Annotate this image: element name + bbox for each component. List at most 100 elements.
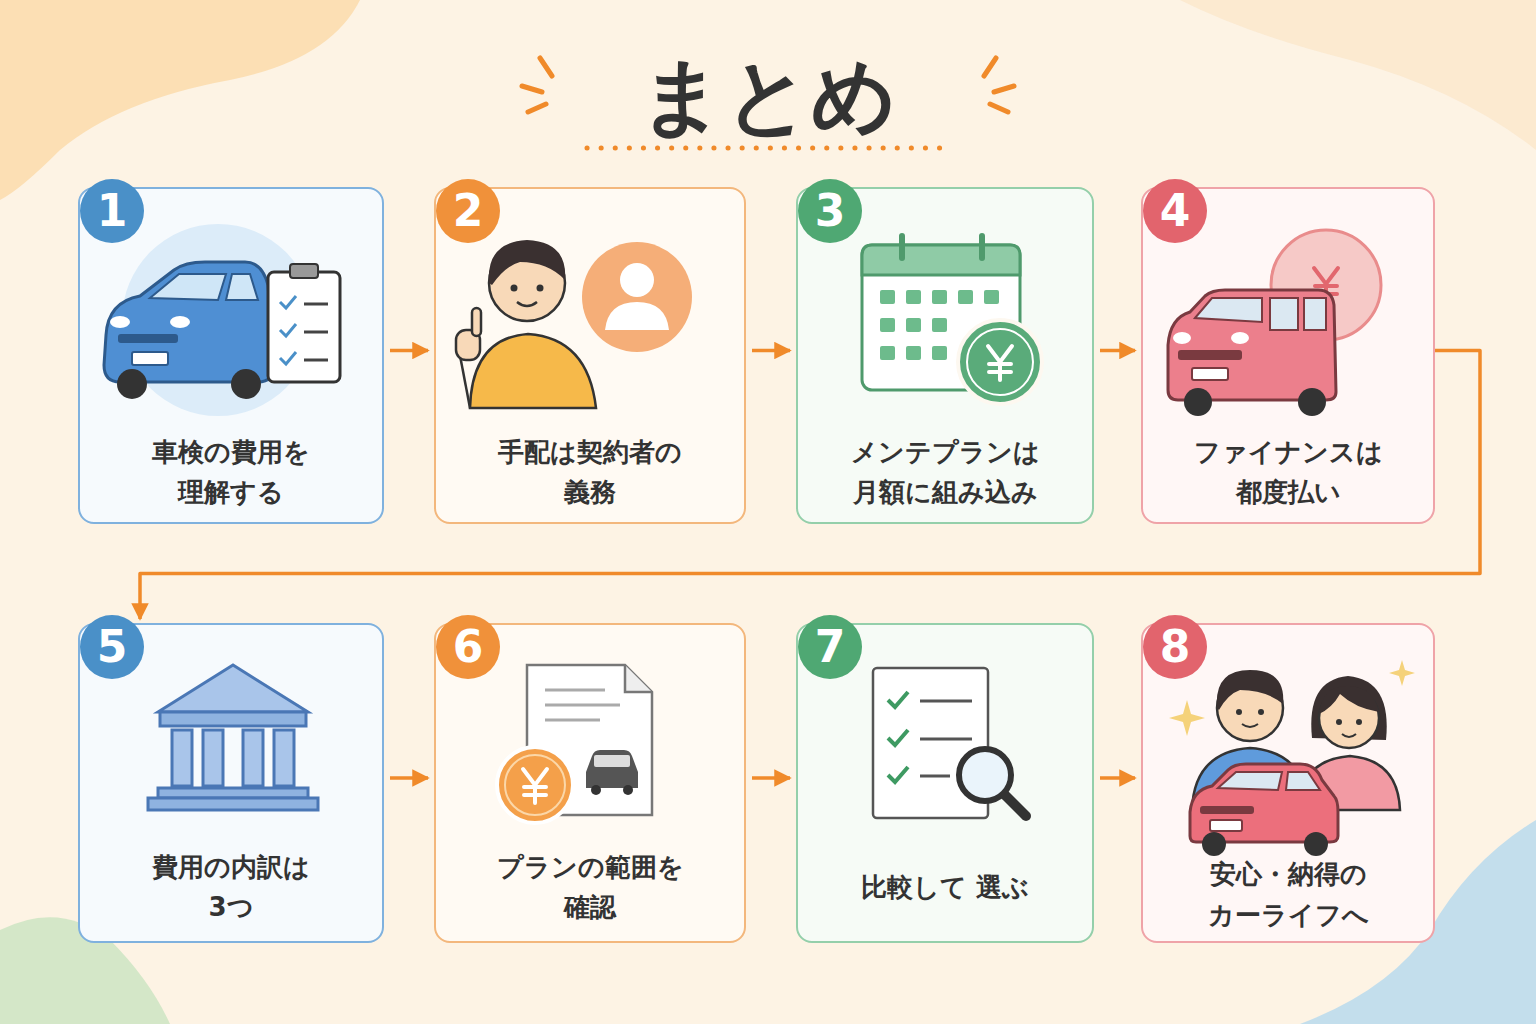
card-label: 手配は契約者の 義務 — [485, 432, 695, 513]
calendar-yen-icon-part — [880, 318, 895, 332]
bank-icon-part — [148, 798, 318, 810]
card-label: ファイナンスは 都度払い — [1183, 432, 1393, 513]
card-label: 比較して 選ぶ — [840, 867, 1050, 907]
car-checklist-icon-part — [226, 274, 258, 300]
bank-icon-part — [243, 730, 263, 786]
calendar-yen-icon-part — [906, 290, 921, 304]
minivan-yen-icon-part — [1231, 332, 1249, 344]
couple-car-icon-part — [1319, 686, 1379, 714]
compare-checklist-icon-part — [888, 692, 908, 782]
person-contract-icon-part — [620, 263, 654, 297]
flow-arrow — [752, 349, 790, 353]
summary-card: 2手配は契約者の 義務 — [434, 187, 746, 524]
person-contract-icon — [456, 240, 692, 408]
plan-document-icon-part — [523, 769, 547, 803]
couple-car-icon-part — [1192, 748, 1308, 810]
bank-icon-part — [160, 712, 306, 726]
car-checklist-icon-part — [110, 316, 130, 328]
calendar-yen-icon-part — [932, 290, 947, 304]
flow-arrow — [1100, 776, 1135, 780]
car-checklist-icon-part — [117, 369, 147, 399]
plan-document-icon-part — [497, 747, 573, 823]
car-checklist-icon-part — [280, 296, 296, 364]
calendar-yen-icon — [862, 236, 1042, 404]
title-decoration-part — [984, 58, 1014, 112]
flow-arrow — [390, 349, 428, 353]
car-checklist-icon-part — [170, 316, 190, 328]
calendar-yen-icon-part — [880, 290, 895, 304]
compare-checklist-icon-part — [920, 701, 972, 776]
couple-car-icon-part — [1202, 832, 1226, 856]
car-checklist-icon-part — [290, 264, 318, 278]
person-contract-icon-part — [489, 240, 565, 285]
card-label: プランの範囲を 確認 — [485, 847, 695, 928]
car-checklist-icon-part — [304, 304, 328, 360]
minivan-yen-icon-part — [1192, 368, 1228, 380]
callout-number: 8 — [1143, 615, 1207, 679]
couple-car-icon-part — [1298, 756, 1400, 810]
card-label: 費用の内訳は 3つ — [126, 847, 336, 928]
minivan-yen-icon-part — [1195, 298, 1262, 322]
calendar-yen-icon-part — [880, 346, 895, 360]
couple-car-icon-part — [1218, 772, 1320, 790]
summary-card: 8安心・納得の カーライフへ — [1141, 623, 1435, 943]
couple-car-icon-part — [1342, 734, 1356, 737]
calendar-yen-icon-part — [902, 236, 982, 258]
couple-car-icon-part — [1190, 764, 1338, 842]
couple-car-icon-part — [1210, 820, 1242, 831]
bank-icon-part — [158, 665, 308, 712]
callout-number: 5 — [80, 615, 144, 679]
couple-car-icon-part — [1389, 660, 1415, 686]
car-checklist-icon-part — [268, 272, 340, 382]
summary-card: 6プランの範囲を 確認 — [434, 623, 746, 943]
couple-car-icon-part — [1242, 724, 1258, 727]
couple-car-icon-part — [1311, 676, 1386, 740]
plan-document-icon-part — [527, 665, 652, 815]
compare-checklist-icon — [873, 668, 1026, 818]
person-contract-icon-part — [537, 285, 544, 292]
person-contract-icon-part — [472, 308, 481, 336]
bank-icon-part — [203, 730, 223, 786]
plan-document-icon-part — [623, 785, 633, 795]
calendar-yen-icon-part — [958, 320, 1042, 404]
minivan-yen-icon-part — [1271, 230, 1381, 340]
minivan-yen-icon-part — [1184, 388, 1212, 416]
person-contract-icon-part — [456, 330, 480, 360]
car-checklist-icon-part — [122, 224, 314, 416]
person-contract-icon-part — [458, 345, 470, 408]
plan-document-icon — [497, 665, 652, 823]
callout-number: 4 — [1143, 179, 1207, 243]
couple-car-icon-part — [1356, 719, 1362, 725]
minivan-yen-icon-part — [1178, 350, 1242, 360]
car-checklist-icon-part — [104, 262, 274, 382]
summary-card: 5費用の内訳は 3つ — [78, 623, 384, 943]
summary-card: 4ファイナンスは 都度払い — [1141, 187, 1435, 524]
plan-document-icon-part — [505, 755, 565, 815]
car-checklist-icon-part — [231, 369, 261, 399]
person-contract-icon-part — [470, 334, 596, 408]
minivan-yen-icon-part — [1314, 268, 1338, 304]
summary-card: 3メンテプランは 月額に組み込み — [796, 187, 1094, 524]
bank-icon — [148, 665, 318, 810]
couple-car-icon-part — [1336, 719, 1342, 725]
callout-number: 7 — [798, 615, 862, 679]
minivan-yen-icon-part — [1270, 298, 1326, 330]
car-checklist-icon-part — [150, 274, 226, 300]
title-decoration-part — [522, 58, 552, 112]
summary-card: 1車検の費用を 理解する — [78, 187, 384, 524]
calendar-yen-icon-part — [906, 346, 921, 360]
car-checklist-icon — [104, 224, 340, 416]
calendar-yen-icon-part — [958, 290, 973, 304]
calendar-yen-icon-part — [932, 318, 947, 332]
callout-number: 2 — [436, 179, 500, 243]
minivan-yen-icon-part — [1298, 388, 1326, 416]
calendar-yen-icon-part — [932, 346, 947, 360]
couple-car-icon-part — [1169, 700, 1205, 736]
calendar-yen-icon-part — [862, 245, 1020, 390]
couple-car-icon-part — [1319, 688, 1379, 748]
couple-car-icon — [1169, 660, 1415, 856]
callout-number: 6 — [436, 615, 500, 679]
plan-document-icon-part — [586, 750, 638, 788]
minivan-yen-icon-part — [1168, 290, 1336, 400]
